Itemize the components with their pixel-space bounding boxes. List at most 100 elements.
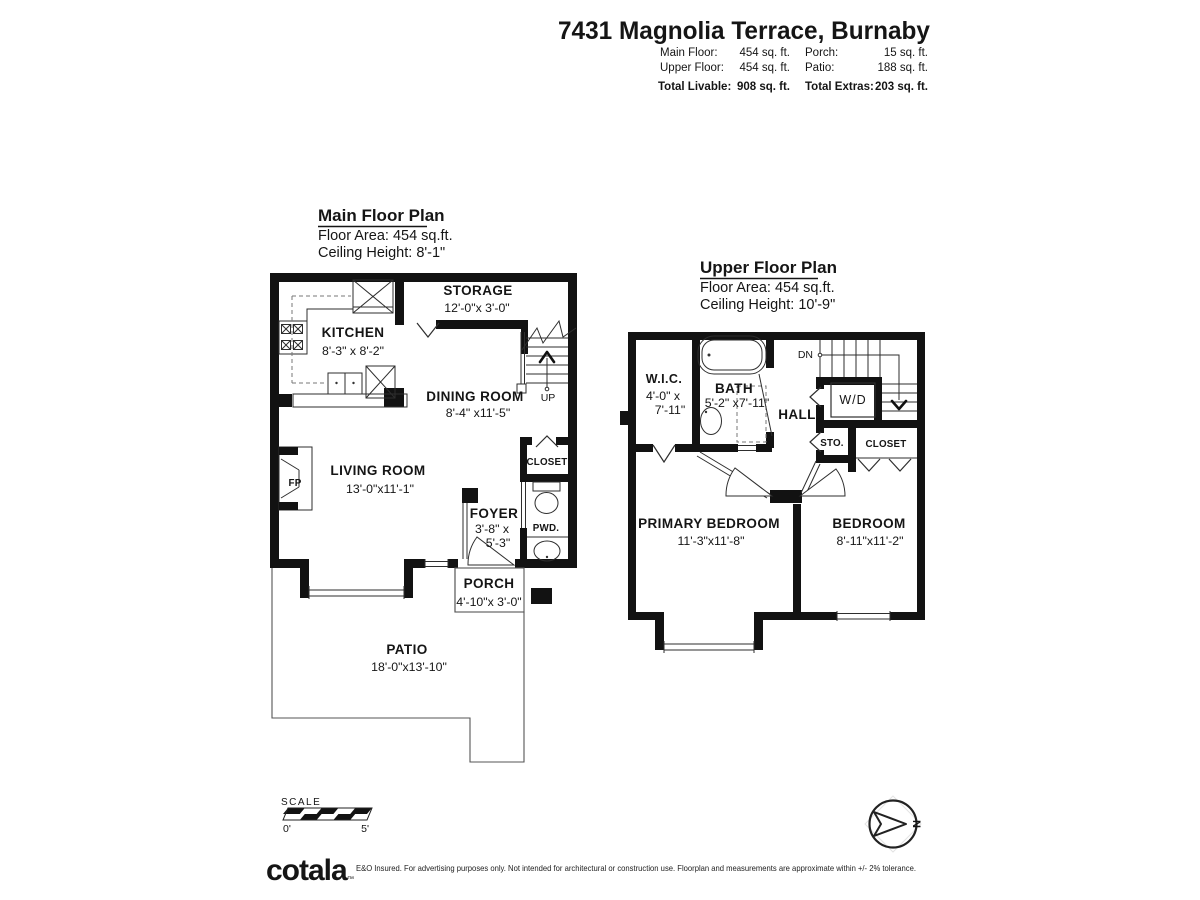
up-label: UP — [541, 392, 556, 404]
main-floor-ceiling: Ceiling Height: 8'-1" — [318, 245, 445, 261]
porch-label: PORCH — [464, 576, 515, 591]
cotala-logo: cotala — [266, 854, 348, 887]
bath-sink-icon — [700, 407, 722, 435]
porch-dims: 4'-10"x 3'-0" — [456, 595, 521, 609]
down-arrow-icon — [890, 399, 908, 411]
upper-floor-ceiling: Ceiling Height: 10'-9" — [700, 297, 835, 313]
closet-door-icon — [535, 435, 559, 448]
living-dims: 13'-0"x11'-1" — [346, 482, 414, 496]
closet-label: CLOSET — [527, 457, 568, 468]
storage-door-icon — [416, 322, 440, 338]
counter-dashed — [291, 295, 351, 384]
porch-post — [531, 588, 552, 604]
primary-bedroom-label: PRIMARY BEDROOM — [638, 516, 780, 531]
foyer-dims-2: 5'-3" — [486, 536, 511, 550]
stat-total-value: 908 sq. ft. — [737, 81, 790, 93]
counter-edge — [279, 308, 353, 355]
upper-closet-doors — [856, 457, 917, 472]
stat-label: Upper Floor: — [660, 62, 724, 74]
bay-window — [308, 586, 405, 599]
dn-label: DN — [798, 349, 813, 361]
base-cabinet-icon — [327, 372, 363, 395]
bedroom-label: BEDROOM — [832, 516, 905, 531]
wic-label: W.I.C. — [646, 372, 682, 386]
bath-threshold — [738, 445, 756, 451]
scale-end: 5' — [361, 823, 369, 835]
foyer-partition — [462, 503, 468, 559]
wic-dims-1: 4'-0" x — [646, 389, 681, 403]
stat-label: Patio: — [805, 62, 834, 74]
sto-label: STO. — [820, 438, 844, 449]
kitchen-sink-icon — [352, 279, 394, 314]
up-arrow-icon — [538, 350, 556, 364]
main-floor-plan: UP — [270, 273, 577, 763]
trademark-mark: ™ — [347, 876, 354, 883]
upper-floor-area: Floor Area: 454 sq.ft. — [700, 280, 835, 296]
upper-floor-heading: Upper Floor Plan Floor Area: 454 sq.ft. … — [700, 258, 837, 313]
scale-start: 0' — [283, 823, 291, 835]
bath-dims: 5'-2" x7'-11" — [705, 396, 769, 410]
hall-label: HALL — [778, 407, 816, 422]
dining-label: DINING ROOM — [426, 389, 523, 404]
window — [424, 559, 449, 568]
living-label: LIVING ROOM — [330, 463, 425, 478]
primary-bay-window — [663, 641, 755, 653]
bedroom-window — [836, 611, 891, 621]
bath-label: BATH — [715, 381, 753, 396]
primary-bedroom-dims: 11'-3"x11'-8" — [678, 534, 745, 548]
washer-dryer-icon: W/D — [830, 382, 876, 418]
dining-dims: 8'-4" x11'-5" — [446, 406, 510, 420]
main-floor-title: Main Floor Plan — [318, 206, 445, 225]
upper-floor-plan: DN W/D W.I.C. 4'-0" x — [620, 332, 925, 653]
bedroom-dims: 8'-11"x11'-2" — [837, 534, 904, 548]
page-title: 7431 Magnolia Terrace, Burnaby — [558, 17, 930, 45]
wic-door-icon — [652, 444, 676, 464]
patio-label: PATIO — [386, 642, 427, 657]
stat-value: 454 sq. ft. — [739, 47, 790, 59]
sink-icon — [527, 536, 568, 562]
stat-value: 188 sq. ft. — [877, 62, 928, 74]
dishwasher-icon — [365, 365, 396, 399]
bathtub-icon — [697, 335, 767, 375]
storage-dims: 12'-0"x 3'-0" — [444, 301, 509, 315]
sto-door-icon — [809, 431, 822, 453]
stat-total-label: Total Livable: — [658, 81, 731, 93]
area-stats: Main Floor: 454 sq. ft. Porch: 15 sq. ft… — [658, 47, 928, 93]
entry-door-icon — [467, 536, 516, 566]
footer: cotala ™ E&O Insured. For advertising pu… — [266, 854, 916, 887]
main-floor-walls — [270, 273, 577, 598]
wd-door-icon — [809, 386, 822, 408]
foyer-dims-1: 3'-8" x — [475, 522, 510, 536]
stat-total-label: Total Extras: — [805, 81, 874, 93]
stove-icon — [278, 320, 308, 355]
patio-dims: 18'-0"x13'-10" — [371, 660, 447, 674]
stat-label: Main Floor: — [660, 47, 718, 59]
wd-label: W/D — [839, 393, 866, 407]
powder-label: PWD. — [533, 523, 559, 534]
stat-label: Porch: — [805, 47, 838, 59]
upper-floor-walls — [620, 332, 925, 650]
toilet-icon — [532, 481, 561, 514]
disclaimer-text: E&O Insured. For advertising purposes on… — [356, 864, 916, 873]
fireplace-icon: FP — [278, 446, 313, 511]
scale-bar: SCALE 0' 5' — [281, 797, 373, 835]
foyer-label: FOYER — [470, 506, 519, 521]
main-floor-heading: Main Floor Plan Floor Area: 454 sq.ft. C… — [318, 206, 453, 261]
stat-value: 15 sq. ft. — [884, 47, 928, 59]
main-floor-area: Floor Area: 454 sq.ft. — [318, 228, 453, 244]
stair-break-line — [521, 319, 577, 351]
bedroom-door-icon — [798, 468, 846, 497]
kitchen-label: KITCHEN — [322, 325, 385, 340]
stat-value: 454 sq. ft. — [739, 62, 790, 74]
scale-label: SCALE — [281, 797, 321, 808]
north-compass-icon: N — [864, 795, 922, 853]
kitchen-dims: 8'-3" x 8'-2" — [322, 344, 384, 358]
stairs-down: DN — [798, 340, 917, 412]
primary-bedroom-door-icon — [725, 467, 774, 497]
bath-door-leaf — [758, 373, 773, 437]
upper-closet-label: CLOSET — [866, 439, 907, 450]
patio-outline — [271, 568, 525, 763]
upper-floor-title: Upper Floor Plan — [700, 258, 837, 277]
